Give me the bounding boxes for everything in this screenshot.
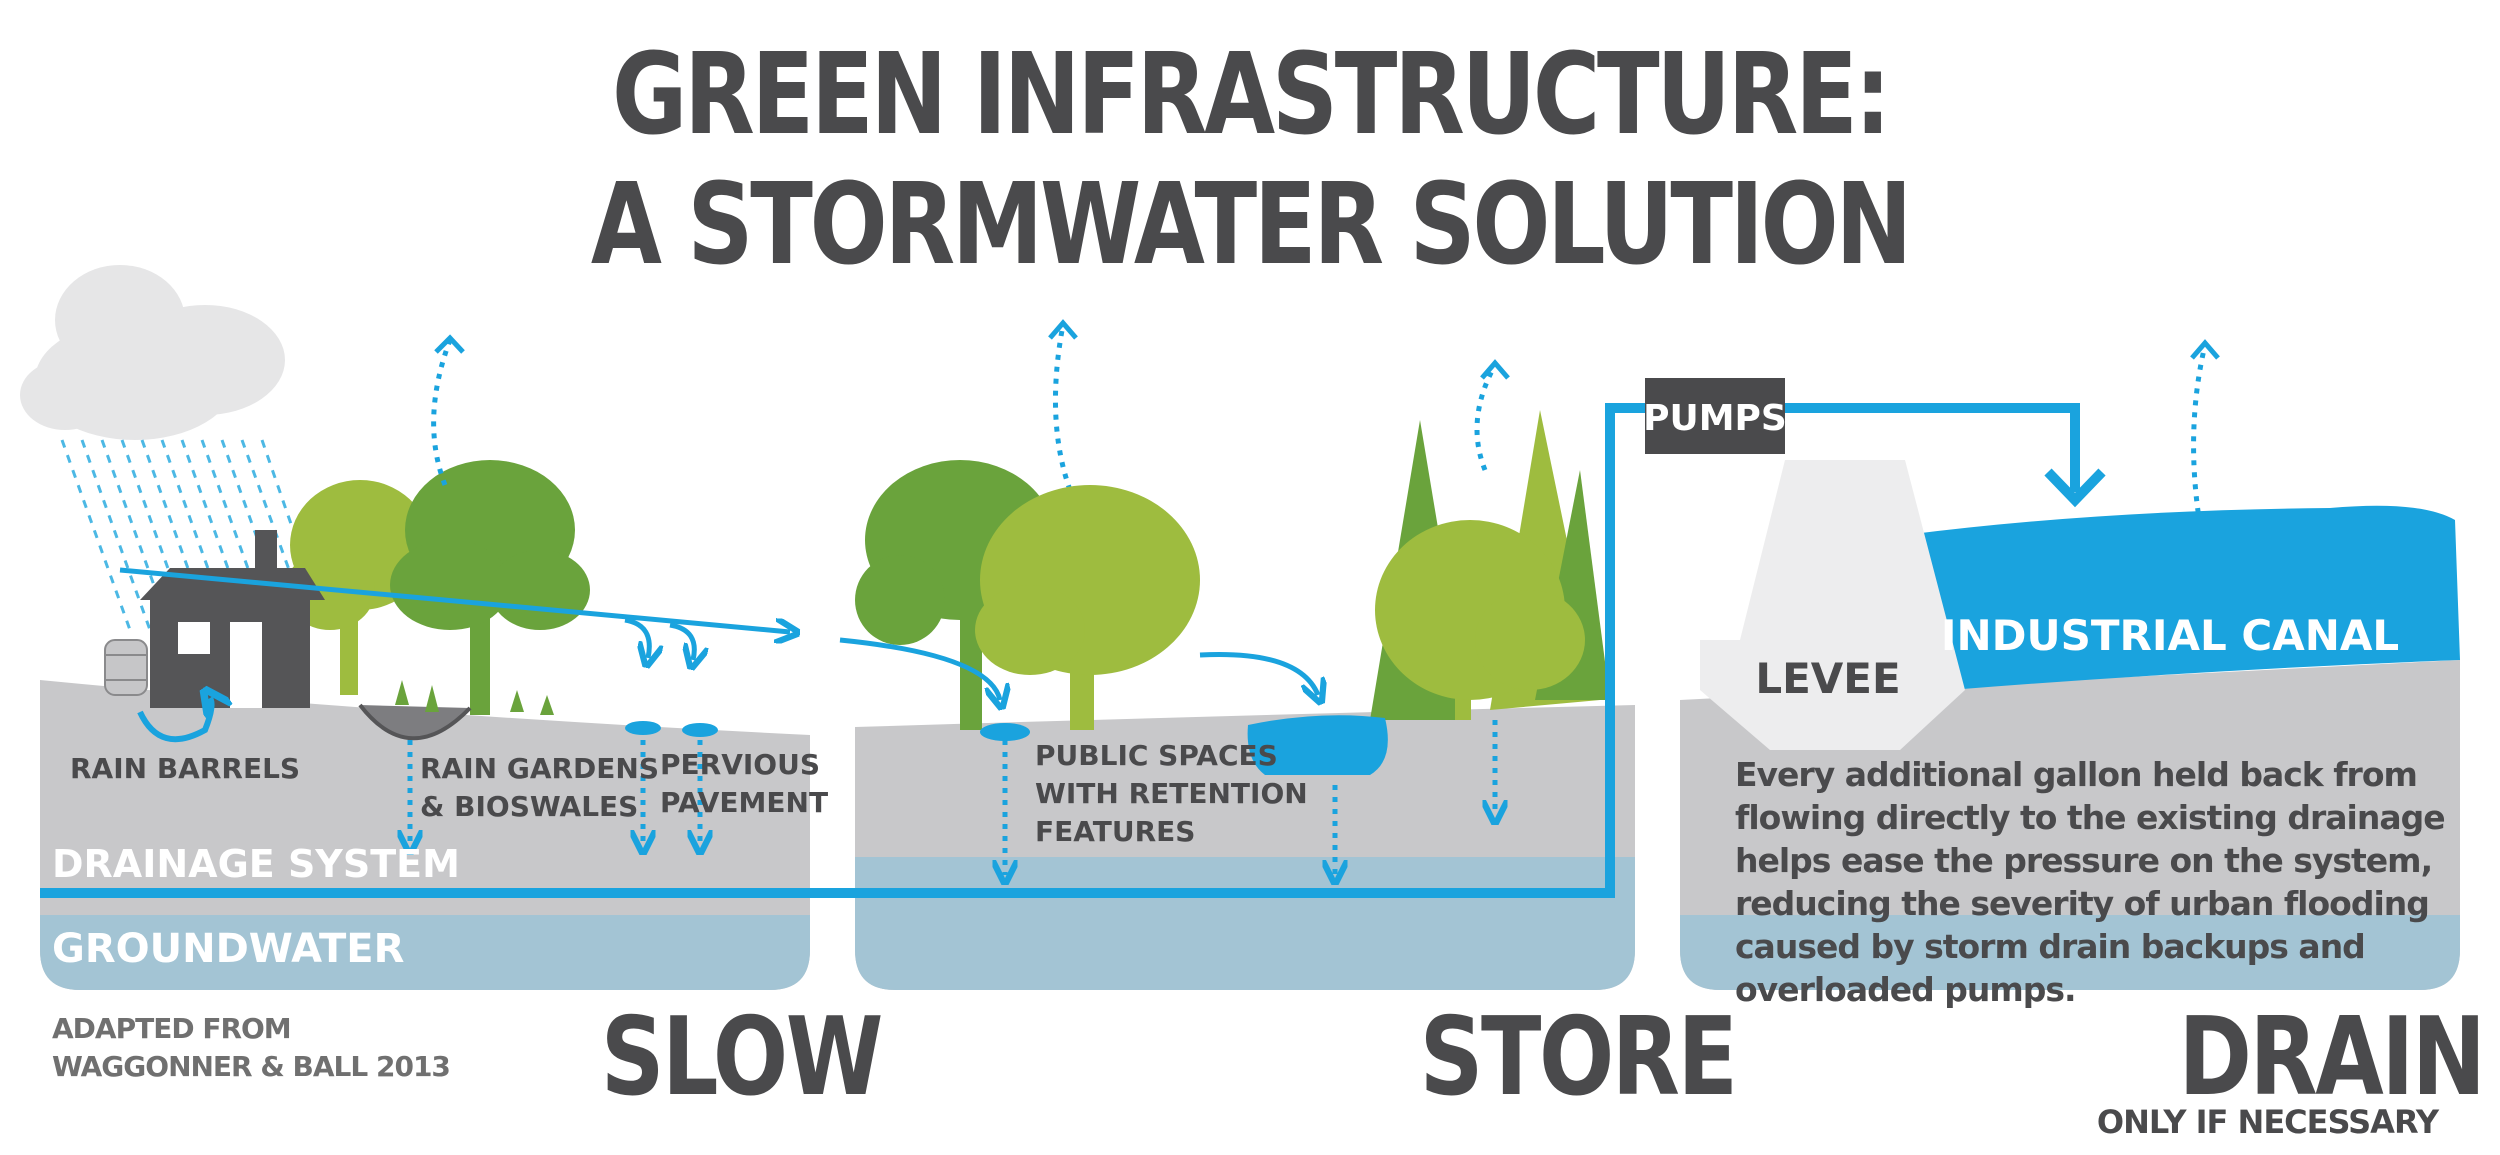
pervious-label-1: PERVIOUS [660,748,820,781]
grass-tufts [395,680,554,715]
tree-cluster-conifers [1370,410,1610,720]
retention-inlet [980,723,1030,741]
section-slow: SLOW [600,995,884,1120]
section-store: STORE [1419,995,1738,1120]
pervious-inlets [625,721,718,737]
runoff-arrow-drop-2 [669,622,694,660]
drainage-pipe-arrowhead [2044,468,2106,508]
canal-water [1905,505,2460,690]
pumps-label: PUMPS [1643,398,1787,439]
runoff-arrow-store-2 [1199,652,1318,696]
rain-gardens-label-1: RAIN GARDENS [420,752,659,785]
public-spaces-label-3: FEATURES [1035,815,1195,848]
infiltration-arrows [410,720,1495,875]
evaporation-arrows [431,324,2208,526]
public-spaces-label-1: PUBLIC SPACES [1035,739,1278,772]
tree-cluster-store [855,460,1200,730]
rain-garden-basin [358,703,472,741]
drainage-system-label: DRAINAGE SYSTEM [52,842,460,886]
drain-subtitle: ONLY IF NECESSARY [2096,1103,2439,1141]
public-spaces-label-2: WITH RETENTION [1035,777,1308,810]
rain-barrel-icon [104,639,148,696]
pervious-label-2: PAVEMENT [660,786,828,819]
runoff-arrow-slow [119,567,790,632]
pumps-box [1645,378,1785,454]
levee-label: LEVEE [1755,654,1900,703]
industrial-canal-label: INDUSTRIAL CANAL [1941,611,2399,660]
drainage-pipe [40,403,2080,898]
title-line-2: A STORMWATER SOLUTION [590,160,1912,290]
rain-barrels-label: RAIN BARRELS [70,752,300,785]
section-drain: DRAIN [2178,995,2485,1120]
credit-line-1: ADAPTED FROM [52,1012,292,1045]
retention-pond [1247,715,1388,775]
evaporation-arrowheads [434,319,2220,380]
levee-shape [1700,460,1965,750]
runoff-arrow-store-1 [839,637,1000,700]
ground-panel-slow [40,680,810,990]
rain-gardens-label-2: & BIOSWALES [420,790,638,823]
runoff-arrow-drop-1 [624,617,649,658]
title-line-1: GREEN INFRASTRUCTURE: [612,30,1891,160]
cloud-icon [20,265,285,440]
groundwater-label: GROUNDWATER [52,926,404,972]
credit-line-2: WAGGONNER & BALL 2013 [52,1050,451,1083]
description-text: Every additional gallon held back from f… [1735,755,2446,1009]
tree-cluster-slow [285,460,590,715]
rain-barrel-arrow [137,698,212,743]
